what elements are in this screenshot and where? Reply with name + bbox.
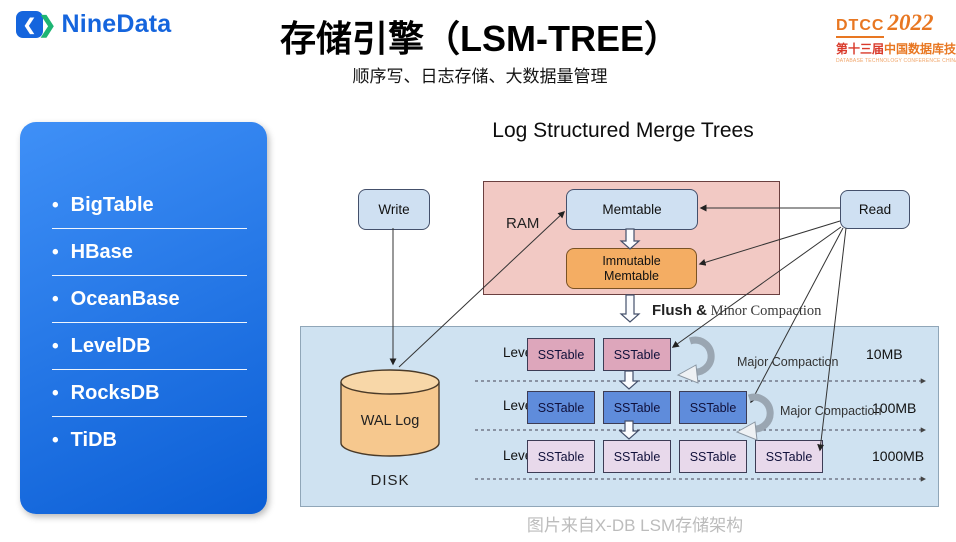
sidebar-item-oceanbase: • OceanBase xyxy=(52,276,247,323)
major-compaction-label: Major Compaction xyxy=(780,404,882,418)
sstable-box: SSTable xyxy=(527,440,595,473)
level-size-label: 100MB xyxy=(872,400,917,416)
ninedata-logo-chevron-icon: ❯ xyxy=(38,11,57,37)
bullet-icon: • xyxy=(52,429,59,451)
sidebar-item-label: OceanBase xyxy=(70,287,180,310)
flush-label-bold: Flush & xyxy=(652,302,707,319)
dtcc-event: 中国数据库技术大会 xyxy=(884,42,956,56)
bullet-icon: • xyxy=(52,194,59,216)
dtcc-edition: 第十三届 xyxy=(836,42,885,56)
sidebar-item-tidb: • TiDB xyxy=(52,417,247,463)
database-list: • BigTable • HBase • OceanBase • LevelDB • Ro… xyxy=(52,182,247,463)
wal-log-cylinder: WAL Log xyxy=(340,369,440,457)
read-node: Read xyxy=(840,190,910,229)
ninedata-logo: ❮ ❯ NineData xyxy=(16,10,171,39)
sstable-box: SSTable xyxy=(679,391,747,424)
slide-title: 存储引擎（LSM-TREE） xyxy=(280,18,680,59)
sidebar-item-label: RocksDB xyxy=(70,381,160,404)
cylinder-shape-icon xyxy=(340,369,440,457)
dtcc-logo: DTCC 2022 第十三届中国数据库技术大会 DATABASE TECHNOL… xyxy=(836,10,956,64)
memtable-node: Memtable xyxy=(566,189,698,230)
sstable-box: SSTable xyxy=(755,440,823,473)
flush-minor-compaction-label: Flush & Minor Compaction xyxy=(652,302,821,320)
sidebar-item-label: TiDB xyxy=(70,428,117,451)
major-compaction-label: Major Compaction xyxy=(737,355,839,369)
sstable-box: SSTable xyxy=(679,440,747,473)
level-size-label: 1000MB xyxy=(872,448,925,464)
ninedata-logo-icon: ❮ xyxy=(16,11,43,38)
dtcc-name: DTCC xyxy=(836,17,885,38)
disk-label: DISK xyxy=(370,472,410,489)
ram-label: RAM xyxy=(506,215,540,232)
sstable-box: SSTable xyxy=(527,338,595,371)
sidebar-item-rocksdb: • RocksDB xyxy=(52,370,247,417)
write-node: Write xyxy=(358,189,430,230)
sidebar-item-label: BigTable xyxy=(70,193,154,216)
slide-subtitle: 顺序写、日志存储、大数据量管理 xyxy=(352,67,608,86)
sstable-box: SSTable xyxy=(527,391,595,424)
sstable-box: SSTable xyxy=(603,440,671,473)
dtcc-year: 2022 xyxy=(887,10,934,35)
sstable-box: SSTable xyxy=(603,338,671,371)
database-list-panel: • BigTable • HBase • OceanBase • LevelDB • Ro… xyxy=(20,122,267,514)
level-size-label: 10MB xyxy=(866,346,903,362)
bullet-icon: • xyxy=(52,335,59,357)
sidebar-item-bigtable: • BigTable xyxy=(52,182,247,229)
image-source-caption: 图片来自X-DB LSM存储架构 xyxy=(526,516,744,535)
sidebar-item-label: LevelDB xyxy=(70,334,151,357)
sidebar-item-leveldb: • LevelDB xyxy=(52,323,247,370)
brand-name: NineData xyxy=(61,10,172,38)
sstable-box: SSTable xyxy=(603,391,671,424)
immutable-memtable-node: Immutable Memtable xyxy=(566,248,697,289)
dtcc-event-english: DATABASE TECHNOLOGY CONFERENCE CHINA 202… xyxy=(836,58,956,64)
bullet-icon: • xyxy=(52,241,59,263)
bullet-icon: • xyxy=(52,382,59,404)
flush-label-serif: Minor Compaction xyxy=(707,303,822,319)
sidebar-item-label: HBase xyxy=(70,240,133,263)
diagram-title: Log Structured Merge Trees xyxy=(492,119,754,142)
bullet-icon: • xyxy=(52,288,59,310)
wal-log-label: WAL Log xyxy=(360,413,420,429)
sidebar-item-hbase: • HBase xyxy=(52,229,247,276)
immutable-memtable-label: Immutable Memtable xyxy=(602,254,661,283)
